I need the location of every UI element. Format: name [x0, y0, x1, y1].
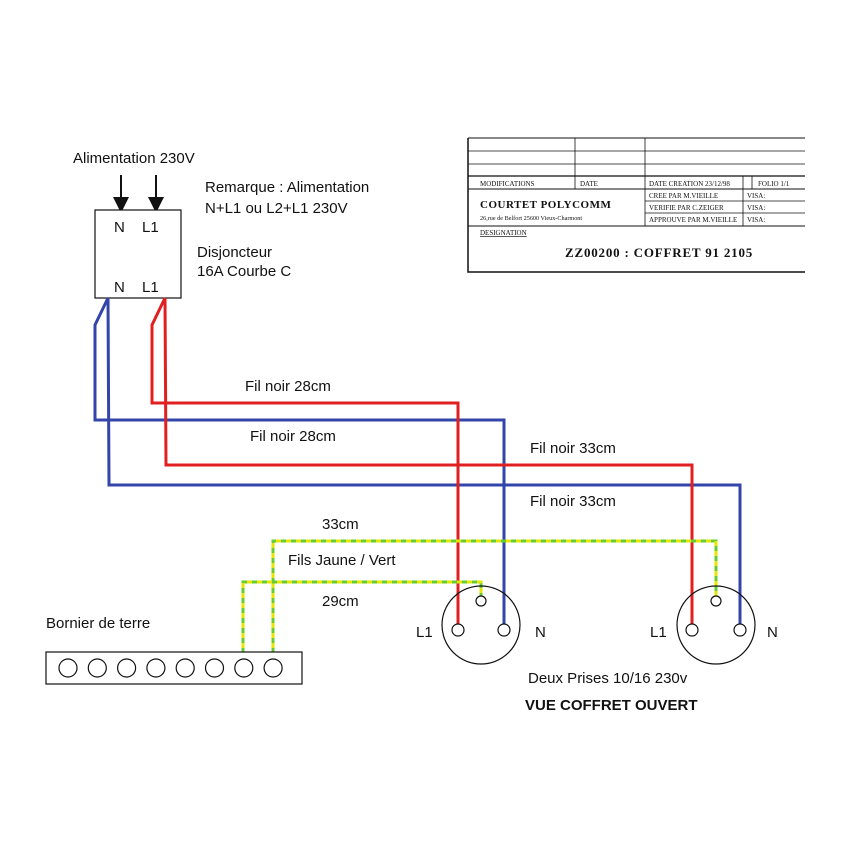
breaker-label-line-2: 16A Courbe C [197, 263, 291, 280]
earth-wires-label: Fils Jaune / Vert [288, 552, 396, 569]
phase-wire-33cm [163, 297, 694, 630]
date-label: DATE [580, 180, 598, 188]
earth-terminal [204, 658, 225, 678]
verified-by: VERIFIE PAR C.ZEIGER [649, 204, 724, 212]
socket-earth-pin [475, 595, 487, 607]
earth-length-33: 33cm [322, 516, 359, 533]
drawing-reference: ZZ00200 : COFFRET 91 2105 [565, 245, 753, 260]
earth-terminal [263, 658, 283, 678]
socket-left-n-label: N [535, 624, 546, 641]
socket-pin-n [733, 623, 747, 637]
socket-pin-l1 [451, 623, 465, 637]
breaker-bottom-l1: L1 [142, 279, 159, 296]
socket-earth-pin [710, 595, 722, 607]
supply-label: Alimentation 230V [73, 150, 195, 167]
earth-terminal [175, 658, 195, 678]
earth-terminal [116, 658, 137, 678]
earth-length-29: 29cm [322, 593, 359, 610]
socket-pin-l1 [685, 623, 699, 637]
company-address: 26,rue de Belfort 25600 Vieux-Charmont [480, 215, 582, 222]
wire-label-4: Fil noir 33cm [530, 493, 616, 510]
socket-pin-n [497, 623, 511, 637]
socket-right-l1-label: L1 [650, 624, 667, 641]
breaker-bottom-n: N [114, 279, 125, 296]
socket-right [676, 585, 756, 665]
wire-label-1: Fil noir 28cm [245, 378, 331, 395]
breaker-top-n: N [114, 219, 125, 236]
neutral-wire-33cm [106, 297, 742, 630]
date-creation: DATE CREATION 23/12/98 [649, 180, 730, 188]
title-block-frame [467, 138, 805, 273]
phase-wire-28cm [150, 297, 460, 630]
visa-1: VISA: [747, 192, 765, 200]
wire-label-3: Fil noir 33cm [530, 440, 616, 457]
sockets-caption: Deux Prises 10/16 230v [528, 670, 688, 687]
approved-by: APPROUVE PAR M.VIEILLE [649, 216, 737, 224]
terminal-block [45, 651, 303, 685]
remark-line-1: Remarque : Alimentation [205, 179, 369, 196]
modifications-label: MODIFICATIONS [480, 180, 535, 188]
earth-terminal [58, 658, 78, 678]
socket-left [441, 585, 521, 665]
company-name: COURTET POLYCOMM [480, 199, 611, 211]
socket-left-l1-label: L1 [416, 624, 433, 641]
folio: FOLIO 1/1 [758, 180, 790, 188]
visa-3: VISA: [747, 216, 765, 224]
socket-outline [441, 585, 521, 665]
earth-terminal [234, 658, 254, 678]
terminal-block-terminals [58, 658, 283, 678]
earth-terminal [87, 658, 107, 678]
breaker-label-line-1: Disjoncteur [197, 244, 272, 261]
earth-wire-33cm [271, 539, 718, 668]
view-title: VUE COFFRET OUVERT [525, 697, 698, 714]
visa-2: VISA: [747, 204, 765, 212]
socket-right-n-label: N [767, 624, 778, 641]
remark-line-2: N+L1 ou L2+L1 230V [205, 200, 348, 217]
earth-wire-29cm [241, 580, 483, 668]
wire-label-2: Fil noir 28cm [250, 428, 336, 445]
created-by: CREE PAR M.VIEILLE [649, 192, 718, 200]
socket-outline [676, 585, 756, 665]
earth-terminal [146, 658, 166, 678]
title-block [467, 137, 805, 273]
breaker-top-l1: L1 [142, 219, 159, 236]
neutral-wire-28cm [93, 297, 506, 630]
designation-label: DESIGNATION [480, 229, 527, 237]
terminal-block-label: Bornier de terre [46, 615, 150, 632]
breaker-box [94, 209, 182, 299]
